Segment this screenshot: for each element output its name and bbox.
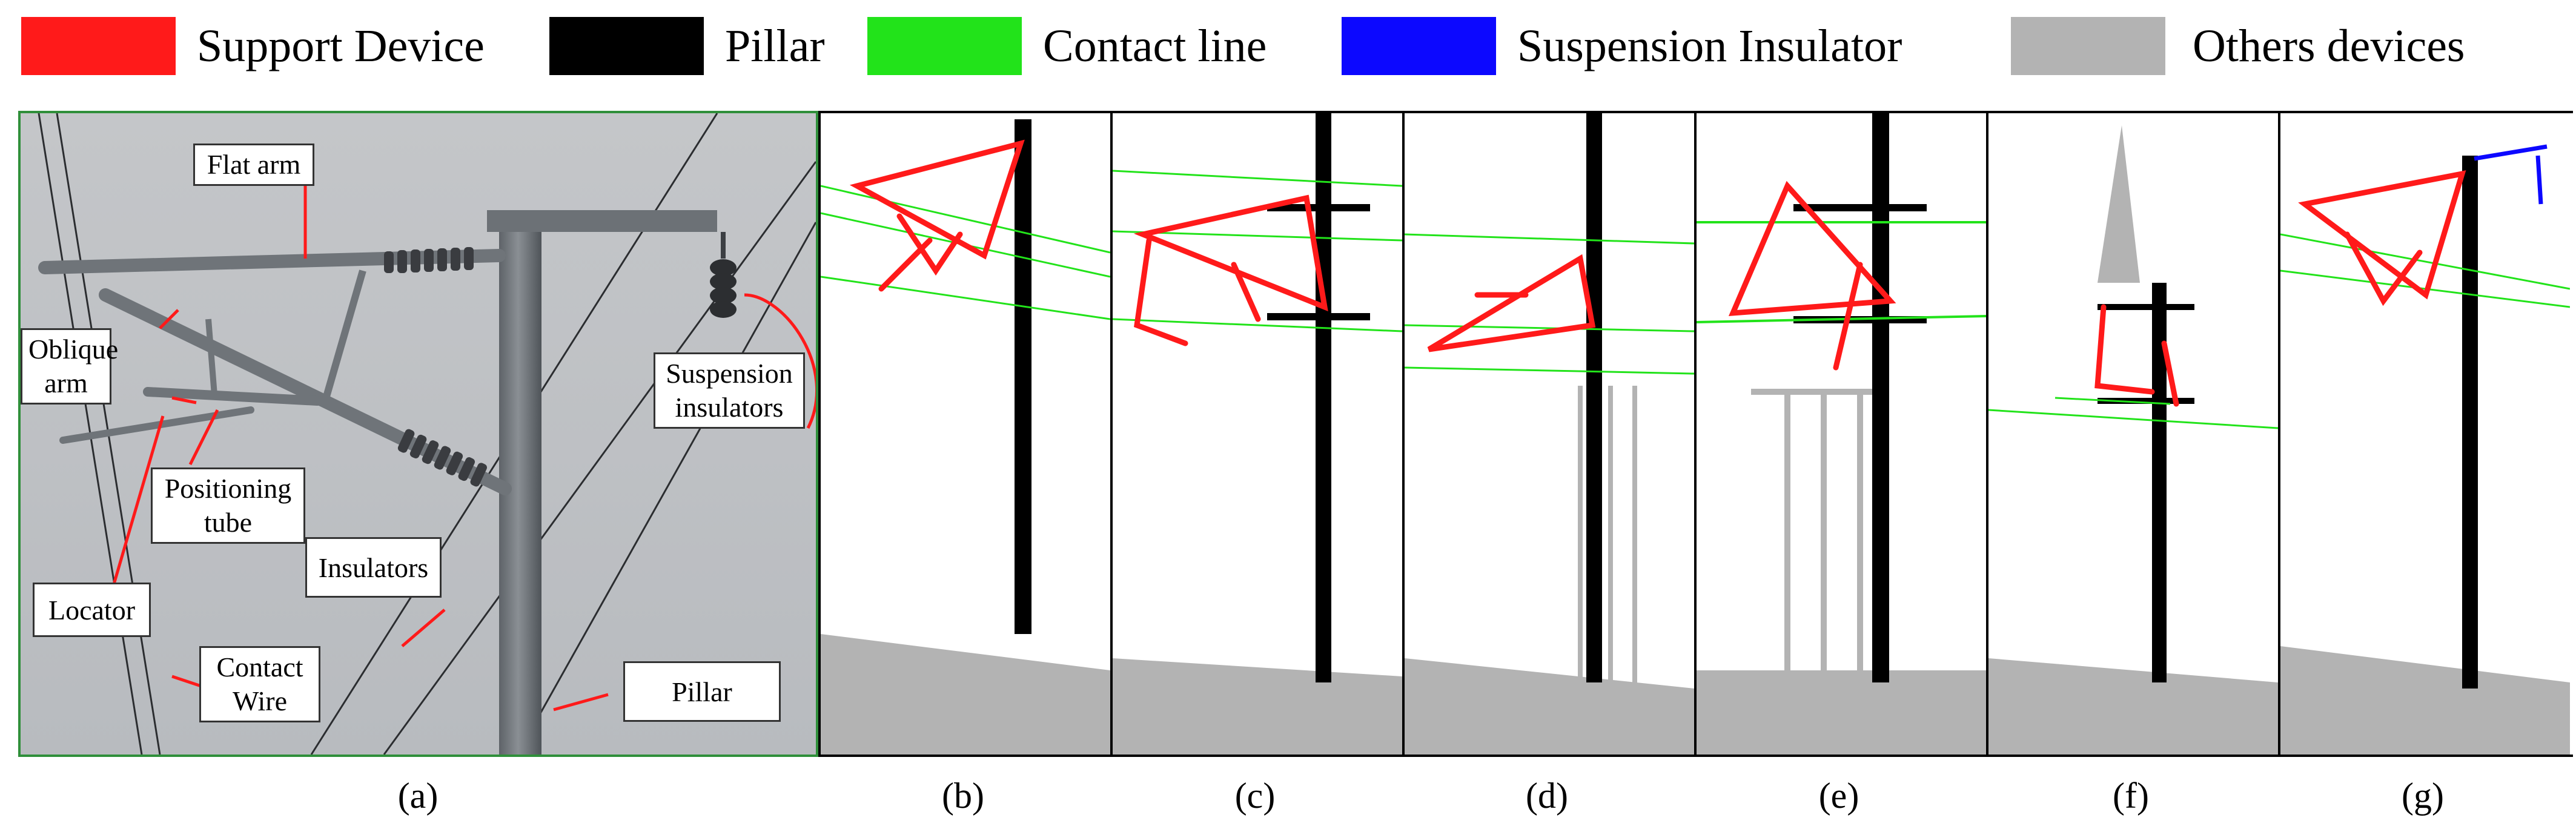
legend-label: Support Device xyxy=(197,21,485,71)
point-cloud-g xyxy=(2280,144,2571,755)
callout-text: Positioning xyxy=(164,473,292,504)
panel-d-point-cloud xyxy=(1402,113,1697,755)
panel-label-c: (c) xyxy=(1234,776,1276,816)
panel-label-a: (a) xyxy=(397,776,439,816)
callout-text: Insulators xyxy=(318,552,429,583)
point-cloud-c xyxy=(1113,113,1403,755)
legend-swatch-blue xyxy=(1342,17,1496,75)
point-cloud-d xyxy=(1405,113,1695,755)
suspension-insulator-shape xyxy=(710,259,737,318)
callout-text: Oblique xyxy=(28,334,119,365)
panel-label-f: (f) xyxy=(2113,776,2149,816)
positioning-tube-shape xyxy=(143,387,322,406)
pillar-crossbar xyxy=(487,210,717,232)
catenary-photo xyxy=(21,113,816,755)
callout-text: Flat arm xyxy=(207,149,301,180)
legend-label: Contact line xyxy=(1043,21,1267,71)
legend-label: Pillar xyxy=(725,21,825,71)
callout-flat-arm: Flat arm xyxy=(193,144,314,186)
locator-shape xyxy=(59,406,254,444)
callout-text: Locator xyxy=(48,595,136,626)
panel-e-point-cloud xyxy=(1694,113,1988,755)
legend-label: Others devices xyxy=(2193,21,2465,71)
callout-pillar: Pillar xyxy=(623,661,781,722)
flat-arm-insulator xyxy=(384,247,474,273)
flat-arm-shape xyxy=(38,249,506,274)
panel-c-point-cloud xyxy=(1110,113,1405,755)
panel-g-point-cloud xyxy=(2278,113,2573,755)
panel-label-d: (d) xyxy=(1526,776,1568,816)
callout-text: arm xyxy=(44,368,88,398)
callout-locator: Locator xyxy=(33,583,151,637)
point-cloud-e xyxy=(1697,113,1987,755)
callout-text: insulators xyxy=(675,392,784,423)
callout-text: Pillar xyxy=(672,676,732,707)
legend-swatch-gray xyxy=(2011,17,2165,75)
callout-text: Wire xyxy=(232,685,288,716)
panel-f-point-cloud xyxy=(1986,113,2280,755)
callout-insulators: Insulators xyxy=(305,537,442,598)
callout-text: Suspension xyxy=(666,358,793,389)
legend-swatch-black xyxy=(549,17,704,75)
legend-swatch-green xyxy=(867,17,1022,75)
panel-label-b: (b) xyxy=(942,776,984,816)
legend-label: Suspension Insulator xyxy=(1517,21,1902,71)
legend: Support Device Pillar Contact line Suspe… xyxy=(0,0,2576,91)
point-cloud-f xyxy=(1988,125,2279,755)
callout-text: Contact xyxy=(216,652,303,682)
legend-swatch-red xyxy=(21,17,176,75)
panel-b-point-cloud xyxy=(821,113,1110,755)
panel-label-e: (e) xyxy=(1818,776,1859,816)
callout-text: tube xyxy=(204,507,253,538)
panel-label-g: (g) xyxy=(2402,776,2444,816)
oblique-arm-insulator xyxy=(397,429,487,487)
point-cloud-b xyxy=(821,119,1110,755)
point-cloud-panels xyxy=(818,111,2573,757)
